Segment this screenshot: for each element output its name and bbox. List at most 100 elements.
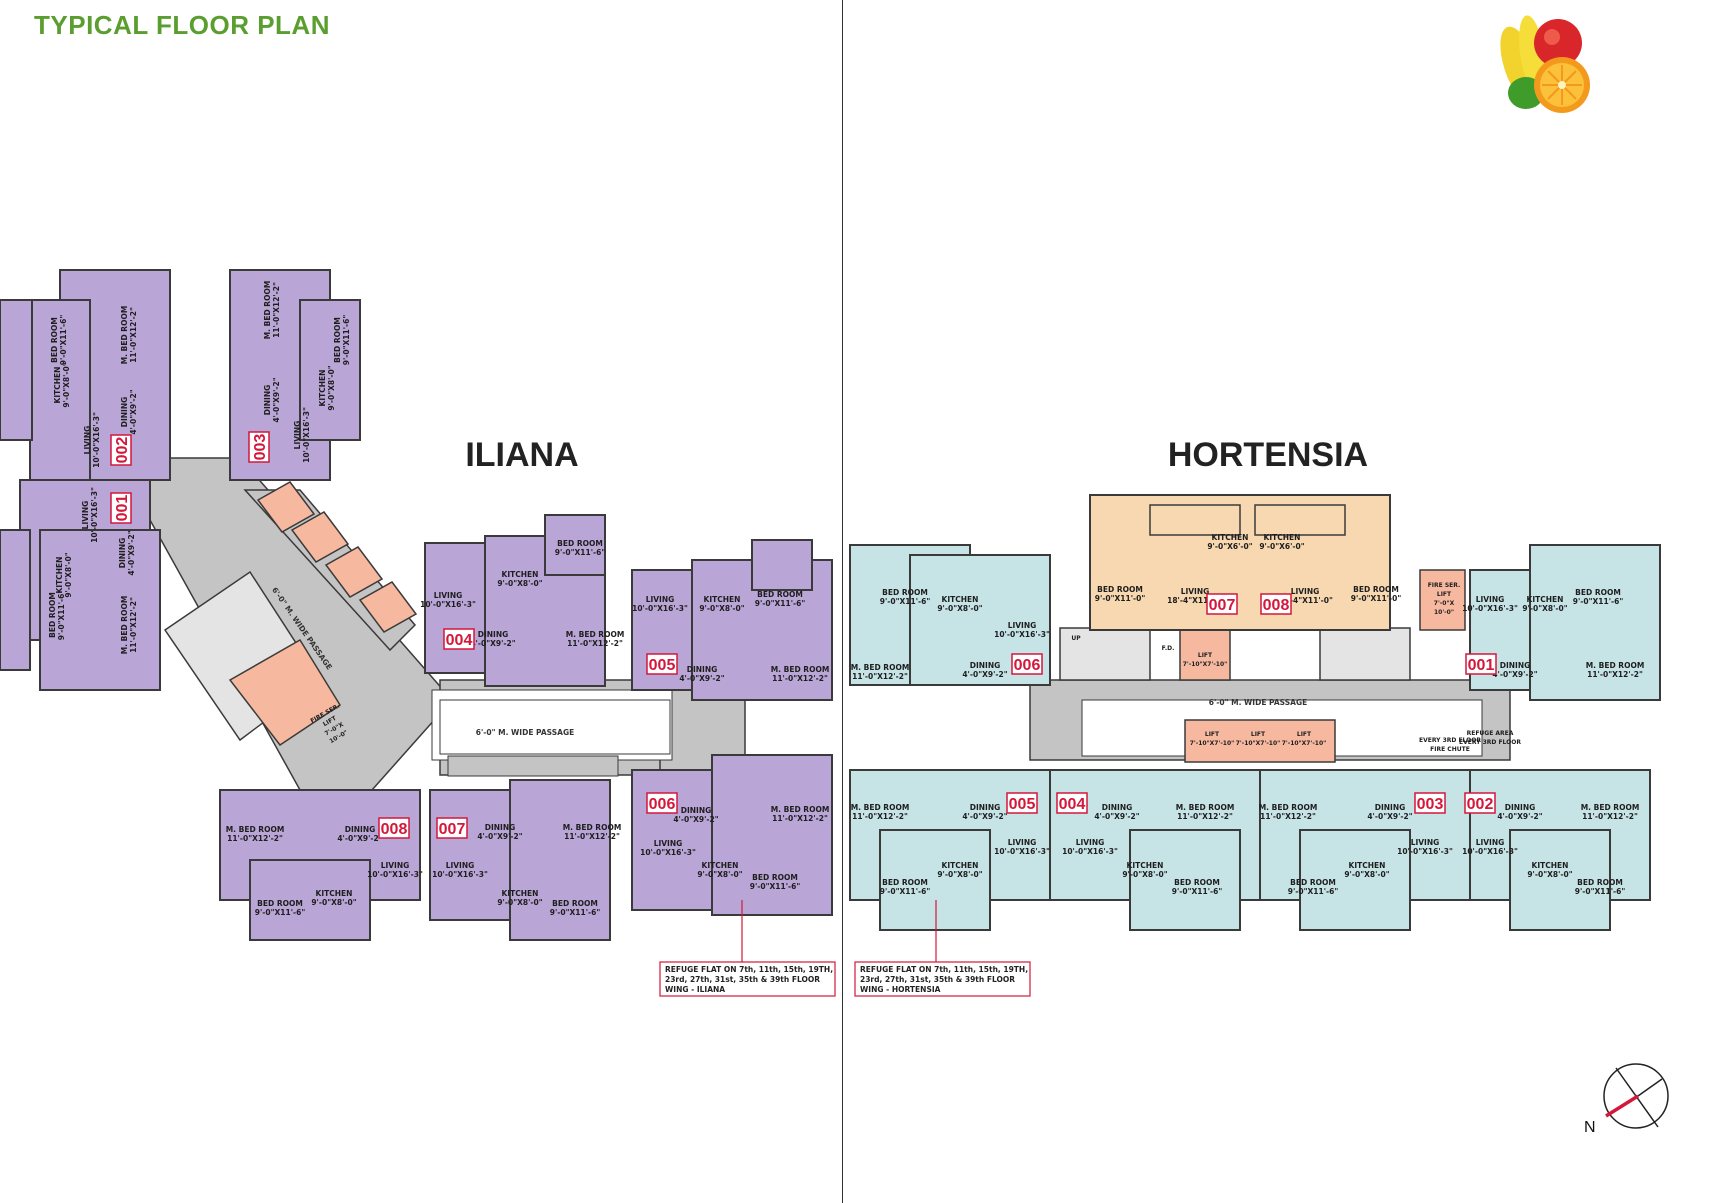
staircase [1319, 627, 1411, 681]
flat-iliana-005 [751, 539, 813, 591]
flat-number: 008 [381, 821, 408, 838]
flat-number-badge: 008 [378, 817, 410, 839]
refuge-note-box [854, 961, 1031, 997]
flat-iliana-007 [509, 779, 611, 941]
flat-number: 004 [1059, 796, 1086, 813]
flat-number-badge: 004 [443, 628, 475, 650]
plan-base-layer [0, 269, 1661, 941]
flat-number-badge: 003 [248, 431, 270, 463]
room-label: M. BED ROOM11'-0"X12'-2" [120, 596, 138, 655]
room-label: DINING4'-0"X9'-2" [118, 530, 136, 575]
flat-hortensia-002 [1509, 829, 1611, 931]
page-divider [842, 0, 843, 1203]
flat-number-badge: 005 [646, 653, 678, 675]
flat-iliana-003 [299, 299, 361, 441]
flat-number-badge: 007 [1206, 593, 1238, 615]
flat-hortensia-003 [1299, 829, 1411, 931]
flat-number: 007 [439, 821, 466, 838]
bath-block [1149, 504, 1241, 536]
flat-iliana-004 [544, 514, 606, 576]
refuge-note: REFUGE FLAT ON 7th, 11th, 15th, 19TH,23r… [860, 965, 1028, 994]
room-label: KITCHEN9'-0"X8'-0" [55, 552, 73, 597]
flat-hortensia-005 [879, 829, 991, 931]
refuge-note: REFUGE FLAT ON 7th, 11th, 15th, 19TH,23r… [665, 965, 833, 994]
room-label: DINING4'-0"X9'-2" [120, 389, 138, 434]
flat-number: 008 [1263, 597, 1290, 614]
flat-number-badge: 003 [1414, 792, 1446, 814]
passage-label: 6'-0" M. WIDE PASSAGE [1209, 698, 1307, 707]
refuge-note-box [659, 961, 836, 997]
niche-block [0, 529, 31, 671]
room-label: DINING4'-0"X9'-2" [263, 377, 281, 422]
fruit-basket-icon [1500, 15, 1590, 113]
lift-car [290, 511, 350, 563]
compass-label: N [1584, 1119, 1596, 1136]
fire-lift [1419, 569, 1466, 631]
flat-iliana-002 [29, 299, 91, 481]
lift-car [1179, 625, 1231, 681]
flat-number: 004 [446, 632, 473, 649]
room-label: BED ROOM9'-0"X11'-6" [48, 590, 66, 641]
wing-title-hortensia: HORTENSIA [1168, 436, 1368, 474]
flat-number-badge: 005 [1006, 792, 1038, 814]
flat-number: 007 [1209, 597, 1236, 614]
flat-number-badge: 006 [1011, 653, 1043, 675]
lift-car [324, 546, 384, 598]
page-title: TYPICAL FLOOR PLAN [34, 10, 330, 40]
room-label: M. BED ROOM11'-0"X12'-2" [263, 281, 281, 340]
passage-strip [447, 755, 619, 777]
flat-number: 001 [114, 495, 131, 522]
flat-number-badge: 004 [1056, 792, 1088, 814]
compass-north-icon [1603, 1063, 1669, 1129]
flat-number: 003 [252, 434, 269, 461]
plan-text-layer: M. BED ROOM11'-0"X12'-2" BED ROOM9'-0"X11… [48, 281, 1645, 997]
room-label: LIVING10'-0"X16'-3" [83, 412, 101, 468]
flat-number: 005 [1009, 796, 1036, 813]
fire-lift [228, 638, 342, 747]
flat-number: 006 [649, 796, 676, 813]
room-label: KITCHEN9'-0"X8'-0" [318, 365, 336, 410]
passage-label: 6'-0" M. WIDE PASSAGE [476, 728, 574, 737]
